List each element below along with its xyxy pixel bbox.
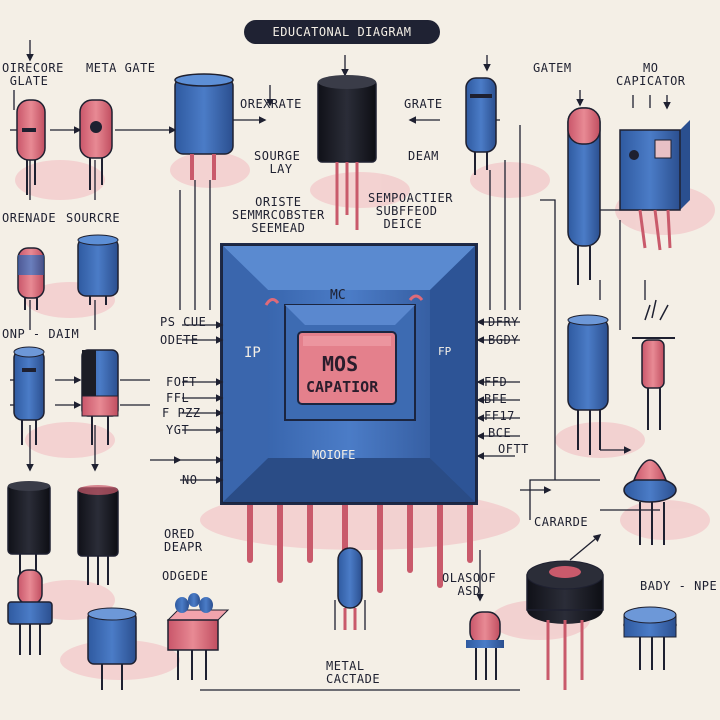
label-sempoactier: SEMPOACTIER SUBFFEOD DEICE: [368, 191, 453, 231]
capacitor-pink-small: [16, 99, 46, 195]
mos-capacitor-box: [619, 95, 690, 251]
label-bfe: BFE: [484, 392, 508, 406]
label-gatem: GATEM: [533, 61, 572, 75]
label-sourcre: SOURCRE: [66, 211, 121, 225]
label-olasoof-asd: OLASOOF ASD: [442, 571, 497, 598]
mos-label-line2: CAPATIOR: [306, 378, 379, 396]
capacitor-pink-dot: [79, 99, 113, 190]
capacitor-black-2: [77, 485, 119, 585]
label-orenade: ORENADE: [2, 211, 57, 225]
label-bady-npe: BADY - NPE: [640, 579, 718, 593]
page-title: EDUCATONAL DIAGRAM: [244, 20, 440, 44]
led-component: [632, 299, 675, 430]
label-sourge-lay: SOURGE LAY: [254, 149, 301, 176]
label-foft: FOFT: [166, 375, 197, 389]
chip-fp-label: FP: [438, 345, 452, 358]
blue-trimmer-bottom-right: [623, 606, 677, 670]
capacitor-blue-large-top: [174, 73, 234, 180]
label-bce: BCE: [488, 426, 512, 440]
label-deam: DEAM: [408, 149, 439, 163]
label-fpzz: F PZZ: [162, 406, 201, 420]
capacitor-black-top: [317, 75, 377, 230]
chip-molfe-label: MOIOFE: [312, 448, 356, 462]
capacitor-tall-blue-pink: [567, 107, 601, 285]
buzzer-black: [526, 560, 604, 690]
label-odete: ODETE: [160, 333, 199, 347]
label-pscue: PS CUE: [160, 315, 207, 329]
pink-led-bottom: [466, 611, 504, 680]
label-onp-daim: ONP - DAIM: [2, 327, 80, 341]
central-mos-chip: [220, 243, 478, 593]
label-mo-capicator: MO CAPICATOR: [616, 61, 686, 88]
label-odgede: ODGEDE: [162, 569, 209, 583]
label-ffd: FFD: [484, 375, 508, 389]
label-ffl: FFL: [166, 391, 190, 405]
label-oriste: ORISTE SEMMRCOBSTER SEEMEAD: [232, 195, 325, 235]
connector-lines: [10, 40, 660, 691]
label-ff17: FF17: [484, 409, 515, 423]
transistor-blue-pink-2: [81, 349, 119, 445]
label-oirecore-glate: OIRECORE GLATE: [2, 61, 64, 88]
label-ored-deapr: ORED DEAPR: [164, 527, 203, 554]
label-bgdy: BGDY: [488, 333, 519, 347]
label-no: NO: [182, 473, 198, 487]
label-metal-cactade: METAL CACTADE: [326, 659, 381, 686]
label-meta-gate: META GATE: [86, 61, 156, 75]
label-ygt: YGT: [166, 423, 190, 437]
capacitor-blue-2: [77, 234, 119, 305]
dome-led-right: [623, 459, 677, 545]
chip-mc-label: MC: [330, 288, 346, 303]
mos-label-line1: MOS: [322, 352, 359, 376]
label-oftt: OFTT: [498, 442, 529, 456]
label-carapde: CARARDE: [534, 515, 589, 529]
capacitor-black-large-1: [7, 481, 51, 580]
chip-ip-label: IP: [244, 345, 261, 361]
pink-bullet-component: [7, 569, 53, 655]
capacitor-blue-right-top: [465, 77, 497, 175]
chip-arrows: [180, 318, 520, 484]
pink-chip-bottom: [166, 593, 230, 680]
label-grate: GRATE: [404, 97, 443, 111]
capacitor-pink-small-2: [17, 247, 45, 310]
transistor-blue-small-1: [13, 346, 45, 445]
blue-bullet-bottom-center: [337, 547, 363, 630]
label-dfry: DFRY: [488, 315, 519, 329]
label-orexrate: OREXRATE: [240, 97, 302, 111]
capacitor-blue-right-mid: [567, 314, 609, 455]
capacitor-blue-bottom: [87, 607, 137, 690]
